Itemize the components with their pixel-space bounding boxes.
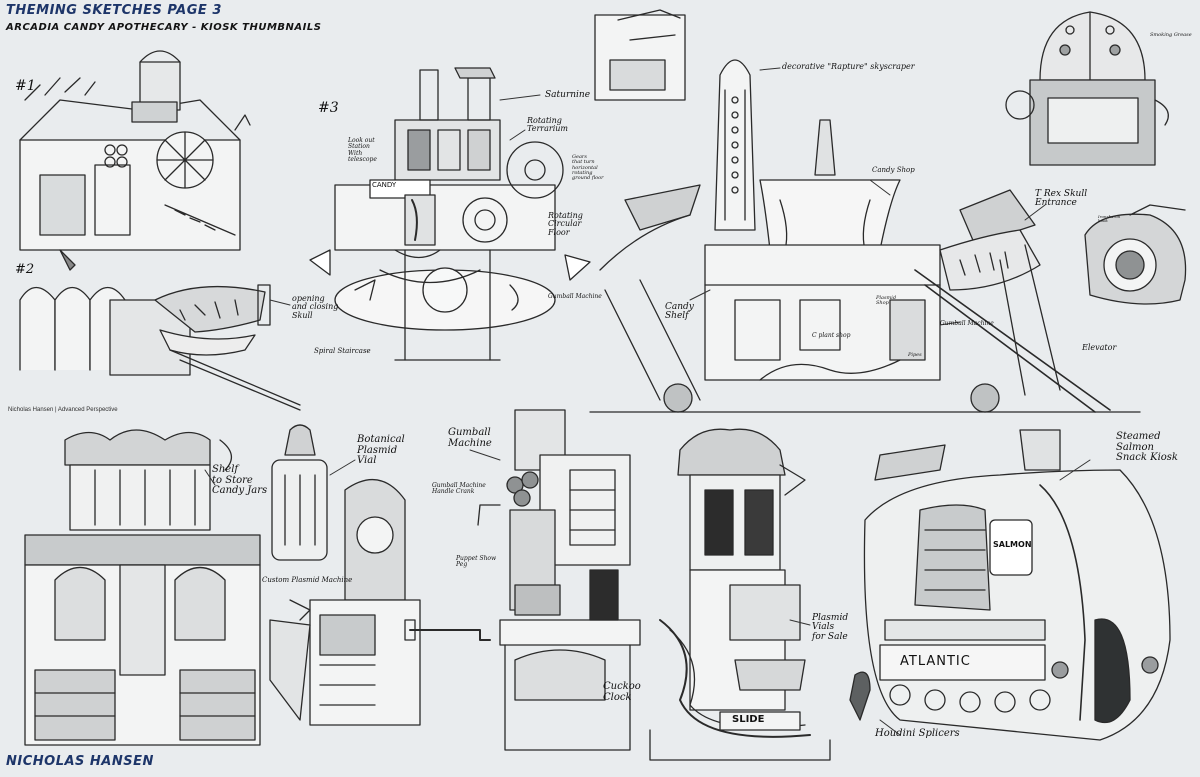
note-small-hook: Ironsharon hook [1098, 214, 1121, 224]
note-saturnine: Saturnine [545, 90, 591, 100]
note-trex-entrance: T Rex Skull Entrance [1035, 189, 1088, 209]
thumbnail-2-sketch [19, 249, 301, 411]
note-skyscraper: decorative "Rapture" skyscraper [782, 62, 915, 71]
note-custom-plasmid: Custom Plasmid Machine [262, 576, 353, 584]
note-smoking-grease: Smoking Grease [1150, 32, 1192, 38]
note-plasmid-vials: Plasmid Vials for Sale [812, 613, 849, 642]
note-puppet-show: Puppet Show Peg [456, 555, 497, 569]
note-candy-shelf: Candy Shelf [665, 302, 694, 322]
thumbnail-3-sketch [309, 67, 591, 361]
sign-atlantic: ATLANTIC [900, 654, 971, 669]
note-gumball-machine-3: Gumball Machine [548, 293, 602, 300]
plasmid-machine-sketch [269, 424, 491, 726]
salmon-kiosk-sketch [863, 429, 1171, 741]
note-skull: opening and closing Skull [292, 294, 339, 320]
note-gumball-machine: Gumball Machine [448, 427, 492, 449]
sign-salmon: SALMON [993, 540, 1032, 549]
helmet-kiosk-sketches [1005, 11, 1187, 305]
note-gumball-handle: Gumball Machine Handle Crank [432, 482, 486, 496]
gumball-tower-sketch [477, 409, 641, 751]
page-title: THEMING SKETCHES PAGE 3 [6, 3, 222, 18]
callout-leaders [204, 67, 1091, 736]
note-elevator: Elevator [1082, 343, 1117, 352]
label-thumbnail-2: #2 [15, 262, 35, 277]
note-houdini-splicers: Houdini Splicers [875, 728, 960, 739]
author-name: NICHOLAS HANSEN [6, 754, 154, 769]
note-botanical-vial: Botanical Plasmid Vial [357, 434, 405, 466]
main-kiosk-sketch [589, 9, 1141, 413]
note-plasmid-shop: Plasmid Shop [876, 295, 897, 307]
page-subtitle: ARCADIA CANDY APOTHECARY - KIOSK THUMBNA… [6, 22, 322, 33]
note-gears: Gears that turn horizontal rotating grou… [572, 154, 604, 181]
shelf-kiosk-sketch [24, 429, 261, 746]
note-spiral-staircase: Spiral Staircase [314, 347, 371, 355]
note-shelf: Shelf to Store Candy Jars [212, 464, 268, 496]
note-lookout: Look out Station With telescope [348, 137, 377, 163]
note-candy-shop: Candy Shop [872, 166, 915, 174]
sign-slide: SLIDE [732, 714, 765, 725]
note-pipes: Pipes [908, 352, 922, 358]
sign-candy: CANDY [372, 181, 397, 189]
note-rotating-floor: Rotating Circular Floor [548, 211, 583, 237]
slide-kiosk-sketch [649, 428, 871, 761]
credit-line: Nicholas Hansen | Advanced Perspective [8, 407, 118, 413]
note-gumball-machine-main: Gumball Machine [940, 320, 994, 327]
note-cplant-shop: C plant shop [812, 332, 851, 339]
thumbnail-1-sketch [19, 50, 251, 251]
note-cuckoo-clock: Cuckoo Clock [603, 681, 641, 703]
label-thumbnail-1: #1 [15, 78, 36, 94]
note-salmon-kiosk: Steamed Salmon Snack Kiosk [1116, 431, 1178, 463]
label-thumbnail-3: #3 [318, 100, 339, 116]
note-rotating-terrarium: Rotating Terrarium [527, 116, 568, 134]
